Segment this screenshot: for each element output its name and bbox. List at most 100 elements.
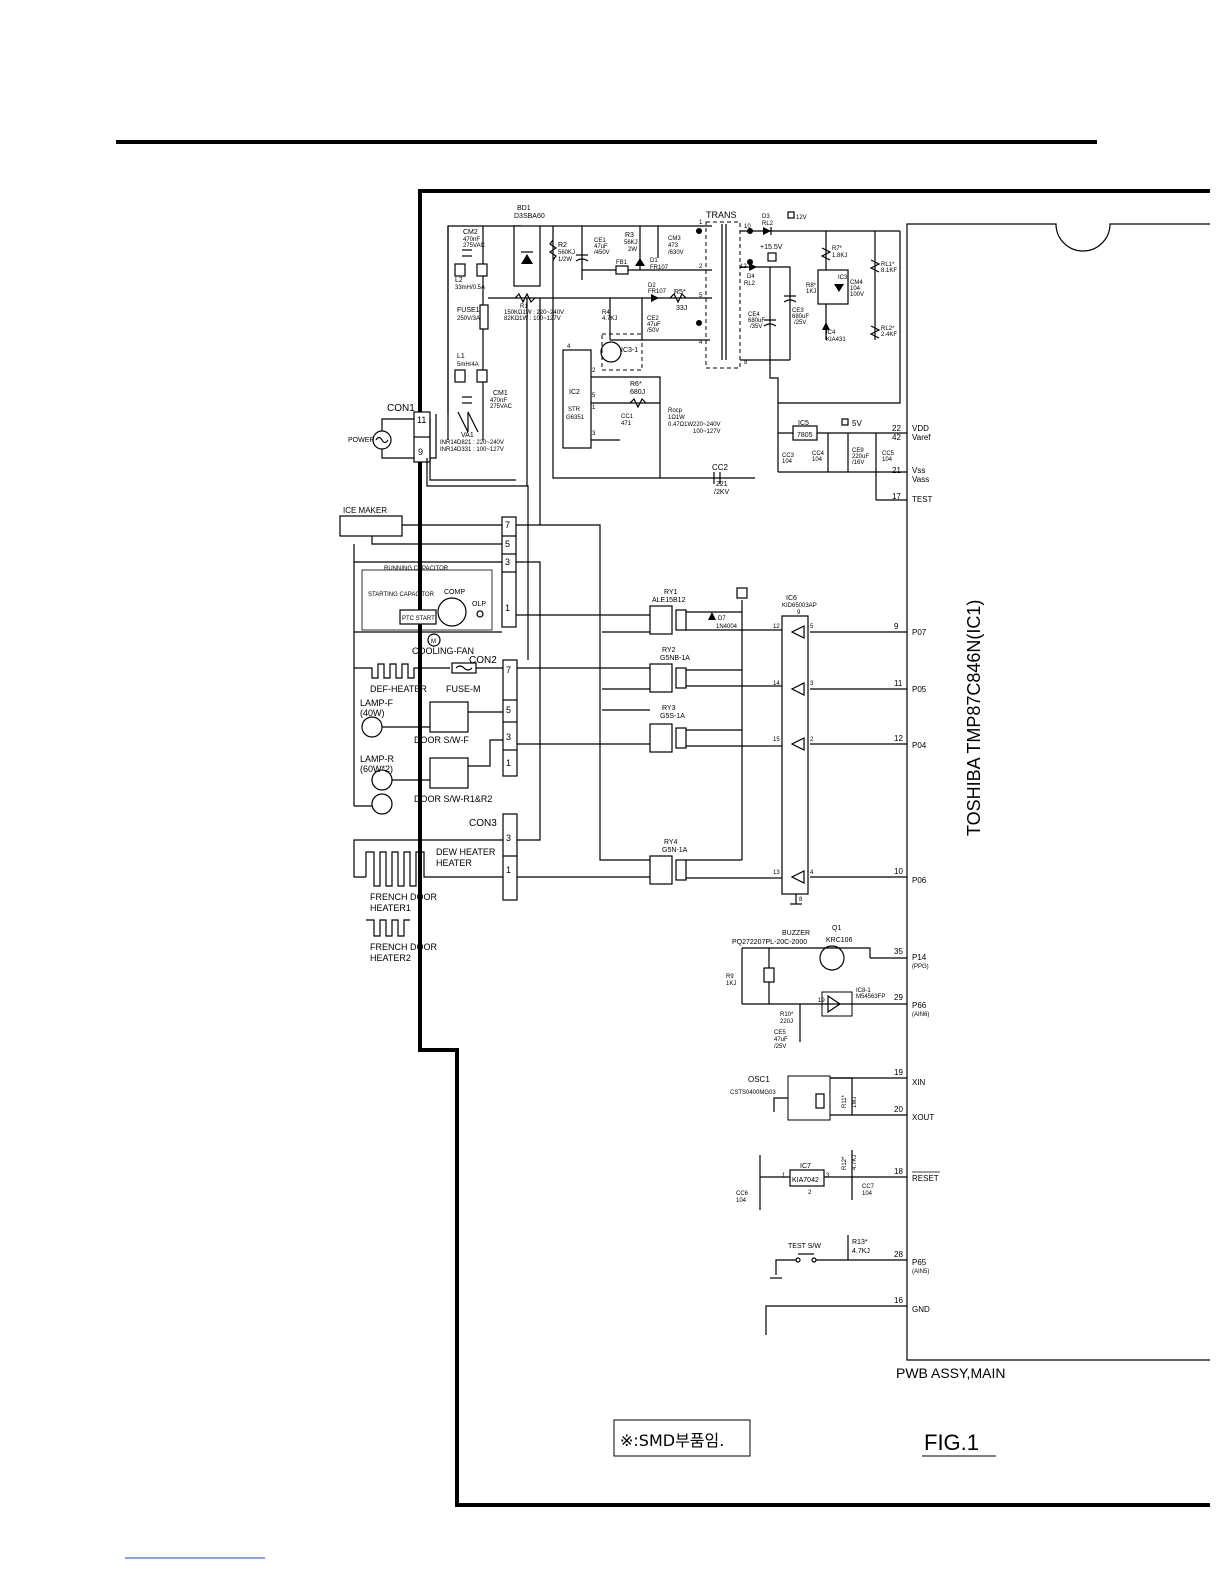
ce5-voltage: /25V bbox=[774, 1044, 786, 1050]
door-sw-f-label: DOOR S/W-F bbox=[414, 735, 469, 745]
r3-value: 56KJ bbox=[624, 240, 638, 246]
pin-18-num: 18 bbox=[894, 1167, 903, 1176]
pin-10-num: 10 bbox=[894, 867, 903, 876]
ce2-value: 47uF bbox=[647, 322, 661, 328]
ic4-label: IC4 bbox=[826, 330, 836, 336]
ic6-out-12: 12 bbox=[773, 624, 780, 630]
ry2-label: RY2 bbox=[662, 647, 676, 654]
ic6-pin-8: 8 bbox=[799, 897, 803, 903]
r13-label: R13* bbox=[852, 1239, 868, 1246]
pin-22-num: 22 bbox=[892, 424, 901, 433]
cm4-voltage: 100V bbox=[850, 292, 864, 298]
ic2-pin-3: 3 bbox=[592, 431, 596, 437]
fb1-label: FB1 bbox=[616, 260, 628, 266]
lamp-f-watt: (40W) bbox=[360, 708, 385, 718]
cc1-value: 471 bbox=[621, 421, 632, 427]
ry2-value: G5NB-1A bbox=[660, 655, 690, 662]
l1-value: 5mH/4A bbox=[457, 362, 479, 368]
pin-xout: XOUT bbox=[912, 1113, 934, 1122]
loads: 7 5 3 1 ICE MAKER RUNNING CAPACITOR STAR… bbox=[339, 298, 650, 963]
ic6-label: IC6 bbox=[786, 595, 797, 602]
pin-p66: P66 bbox=[912, 1001, 927, 1010]
q1-value: KRC106 bbox=[826, 937, 853, 944]
ic6-in-2: 2 bbox=[810, 737, 814, 743]
pin-11-num: 11 bbox=[894, 679, 903, 688]
pin-19-num: 19 bbox=[894, 1068, 903, 1077]
trans-pin-1: 1 bbox=[699, 220, 703, 226]
d7-label: D7 bbox=[718, 616, 726, 622]
pin-xin: XIN bbox=[912, 1078, 926, 1087]
buzzer-part: PQ272207PL-20C-2000 bbox=[732, 939, 807, 946]
r1-220v: 150KΩ1W : 220~240V bbox=[504, 310, 564, 316]
lamp-f-label: LAMP-F bbox=[360, 698, 394, 708]
con2-pin-1: 1 bbox=[506, 758, 511, 768]
mcu-pins: 22 VDD 42 Varef 21 Vss Vass 17 TEST 9 P0… bbox=[765, 424, 940, 1335]
ic6-pin-9: 9 bbox=[797, 610, 801, 616]
r12-label: R12* bbox=[842, 1156, 848, 1170]
bd1-label: BD1 bbox=[517, 205, 531, 212]
ic5-value: 7805 bbox=[797, 432, 813, 439]
ry1-label: RY1 bbox=[664, 589, 678, 596]
ic8-value: M54563FP bbox=[856, 994, 885, 1000]
r5-label: R5* bbox=[674, 289, 686, 296]
d4-value: RL2 bbox=[744, 281, 756, 287]
starting-cap-label: STARTING CAPACITOR bbox=[368, 592, 435, 598]
cm2-voltage: 275VAC bbox=[463, 243, 486, 249]
pin-gnd: GND bbox=[912, 1305, 930, 1314]
cc7-label: CC7 bbox=[862, 1184, 875, 1190]
ce5-label: CE5 bbox=[774, 1030, 786, 1036]
ic6-out-14: 14 bbox=[773, 681, 780, 687]
d4-label: D4 bbox=[747, 274, 755, 280]
french2-label-b: HEATER2 bbox=[370, 953, 411, 963]
cm4-value: 104 bbox=[850, 286, 861, 292]
pin-28-num: 28 bbox=[894, 1250, 903, 1259]
cc1-label: CC1 bbox=[621, 414, 634, 420]
d1-label: D1 bbox=[650, 258, 658, 264]
cm1-label: CM1 bbox=[493, 390, 508, 397]
cc4-value: 104 bbox=[812, 457, 823, 463]
cm3-voltage: /630V bbox=[668, 250, 684, 256]
pin-p04: P04 bbox=[912, 741, 927, 750]
con3-pin-1: 1 bbox=[506, 865, 511, 875]
con1-pin-9: 9 bbox=[418, 447, 423, 457]
pin-p65-note: (AIN5) bbox=[912, 1269, 929, 1275]
pin-p05: P05 bbox=[912, 685, 927, 694]
ic2-pin-1: 1 bbox=[592, 405, 596, 411]
inr-100v: INR14D331 : 100~127V bbox=[440, 447, 504, 453]
pin-p07: P07 bbox=[912, 628, 927, 637]
pin-35-num: 35 bbox=[894, 947, 903, 956]
trans-pin-10: 10 bbox=[744, 224, 751, 230]
ic5-label: IC5 bbox=[798, 420, 809, 427]
r2-watt: 1/2W bbox=[558, 257, 572, 263]
rocp-100: 0.47Ω1W bbox=[668, 422, 694, 428]
ry4-label: RY4 bbox=[664, 839, 678, 846]
rail-15v: +15.5V bbox=[760, 244, 783, 251]
pin-p14-note: (PPG) bbox=[912, 964, 929, 970]
door-sw-r-label: DOOR S/W-R1&R2 bbox=[414, 794, 492, 804]
ce4-voltage: /35V bbox=[750, 324, 762, 330]
pwb-board-outline bbox=[418, 189, 1210, 1507]
rl2-value: 2.4KF bbox=[881, 332, 897, 338]
ce9-label: CE9 bbox=[852, 448, 864, 454]
rl2-label: RL2* bbox=[881, 326, 895, 332]
ic2-part2: G6351 bbox=[566, 415, 585, 421]
fan-motor-icon bbox=[427, 633, 441, 647]
ce9-voltage: /16V bbox=[852, 460, 864, 466]
ic7-pin-2: 2 bbox=[808, 1190, 812, 1196]
pin-p66-note: (AIN6) bbox=[912, 1012, 929, 1018]
pin-vdd: VDD bbox=[912, 424, 929, 433]
ice-maker-label: ICE MAKER bbox=[343, 506, 387, 515]
cc5-value: 104 bbox=[882, 457, 893, 463]
r6-value: 680J bbox=[630, 389, 645, 396]
ic2-pin-4: 4 bbox=[567, 344, 571, 350]
rocp-label: Rocp bbox=[668, 408, 683, 414]
pin-p06: P06 bbox=[912, 876, 927, 885]
con2-label: CON2 bbox=[469, 655, 497, 666]
r10-label: R10* bbox=[780, 1012, 794, 1018]
bd1-part: D3SBA60 bbox=[514, 213, 545, 220]
ry1-value: ALE15B12 bbox=[652, 597, 686, 604]
heater-label: HEATER bbox=[436, 858, 472, 868]
ic6-in-4: 4 bbox=[810, 870, 814, 876]
power-label: POWER bbox=[348, 437, 374, 444]
